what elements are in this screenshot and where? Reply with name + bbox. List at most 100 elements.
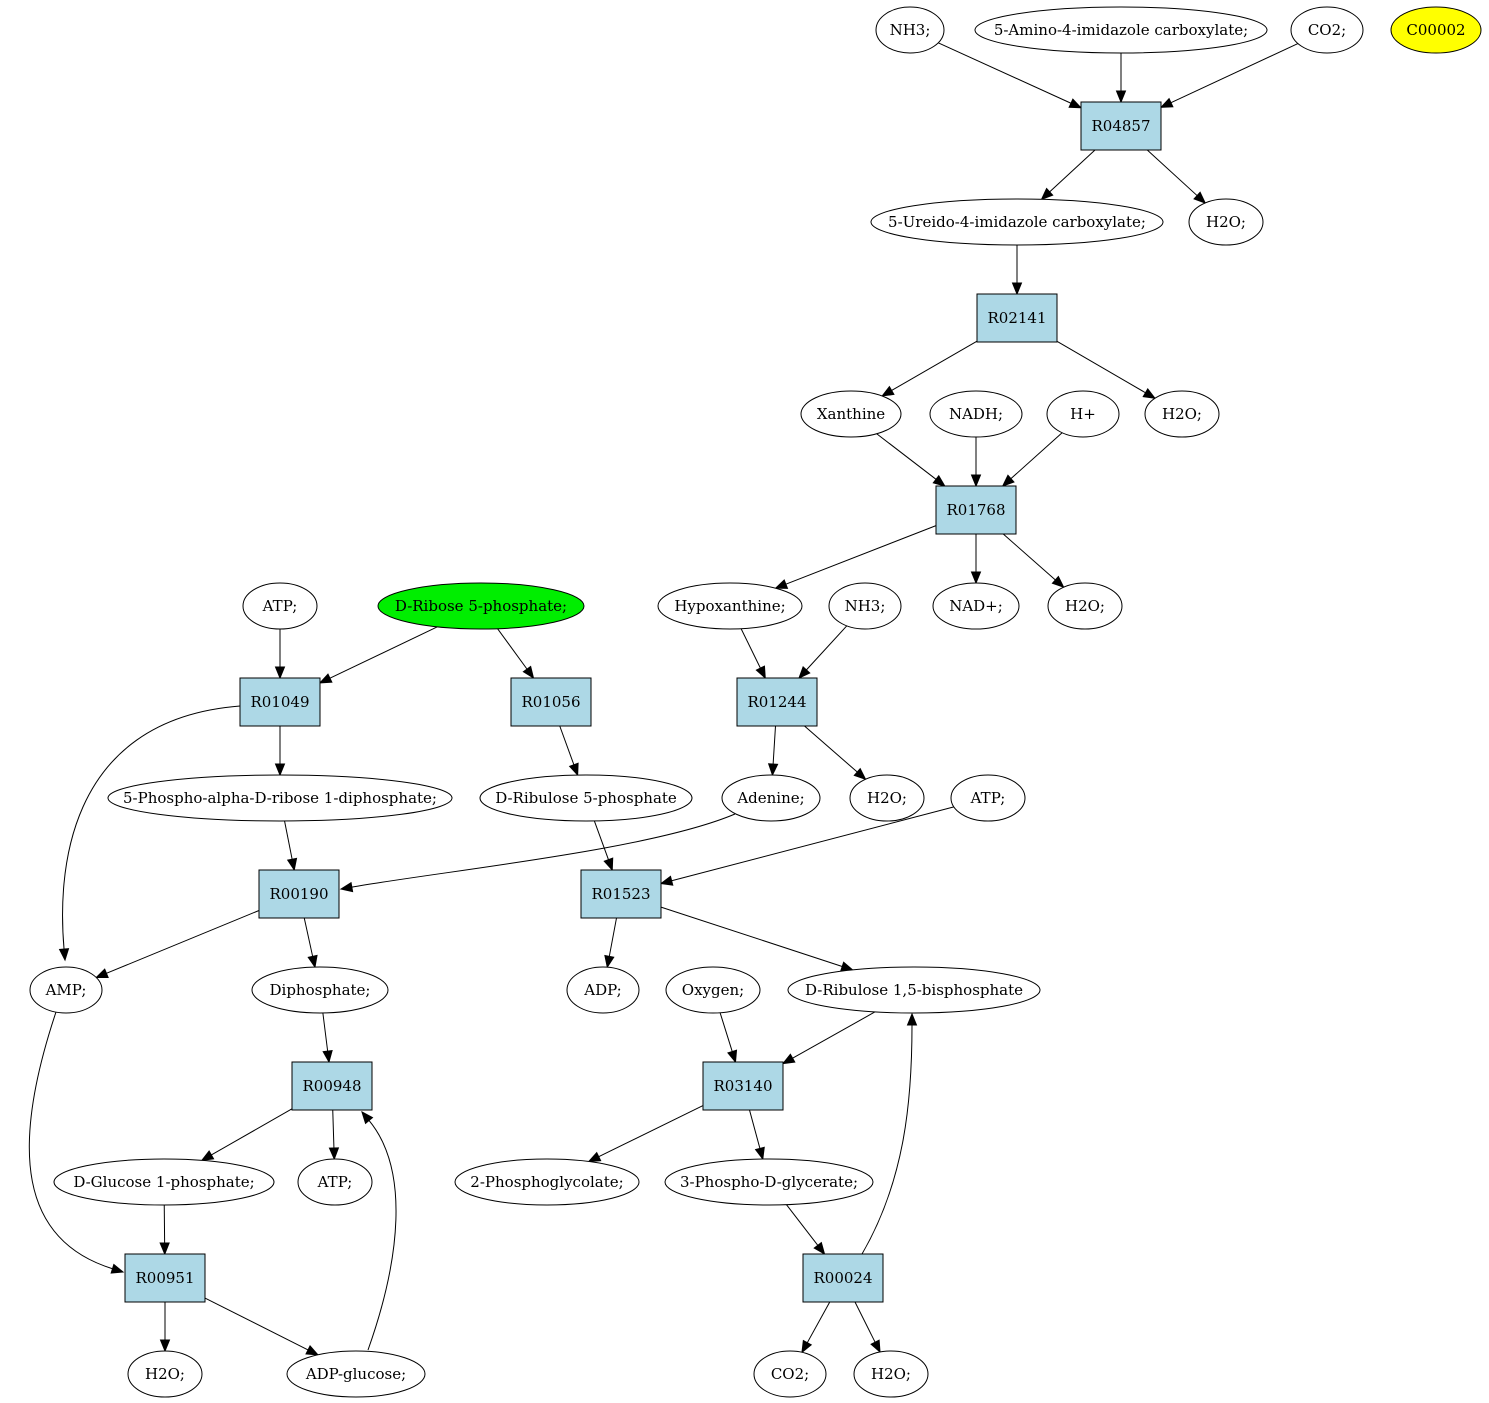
reaction-node-r01244[interactable]: R01244 bbox=[736, 677, 818, 727]
compound-ellipse bbox=[566, 966, 640, 1014]
edge-oxygen-to-r03140-arrowhead bbox=[727, 1049, 738, 1064]
reaction-box bbox=[291, 1061, 373, 1111]
compound-node-r5p[interactable]: D-Ribose 5-phosphate; bbox=[377, 582, 585, 630]
compound-ellipse bbox=[853, 1350, 929, 1398]
edge-r01523-to-rubp bbox=[660, 906, 843, 967]
edge-r00948-to-g1p-arrowhead bbox=[200, 1150, 215, 1162]
compound-node-pglycolate[interactable]: 2-Phosphoglycolate; bbox=[454, 1158, 640, 1206]
reaction-node-r04857[interactable]: R04857 bbox=[1080, 101, 1162, 151]
reaction-node-r01049[interactable]: R01049 bbox=[239, 677, 321, 727]
edge-co2_top-to-r04857 bbox=[1170, 43, 1299, 104]
compound-node-diphosphate[interactable]: Diphosphate; bbox=[251, 966, 389, 1014]
reaction-node-r00948[interactable]: R00948 bbox=[291, 1061, 373, 1111]
edge-hypoxanthine-to-r01244-arrowhead bbox=[755, 665, 766, 680]
reaction-node-r01056[interactable]: R01056 bbox=[510, 677, 592, 727]
edge-r01244-to-h2o_4-arrowhead bbox=[853, 767, 867, 781]
node-label: R01523 bbox=[591, 885, 650, 903]
node-label: NAD+; bbox=[949, 597, 1003, 615]
compound-node-h2o_3[interactable]: H2O; bbox=[1047, 582, 1123, 630]
compound-ellipse bbox=[1047, 582, 1123, 630]
node-label: H2O; bbox=[871, 1365, 911, 1383]
edge-r01523-to-adp-arrowhead bbox=[604, 954, 615, 969]
reaction-node-r00190[interactable]: R00190 bbox=[258, 869, 340, 919]
edge-r00024-to-co2_bot-arrowhead bbox=[801, 1339, 813, 1354]
edge-r01768-to-nadplus-arrowhead bbox=[970, 571, 982, 585]
compound-node-hypoxanthine[interactable]: Hypoxanthine; bbox=[657, 582, 803, 630]
compound-node-co2_top[interactable]: CO2; bbox=[1290, 6, 1364, 54]
compound-node-h2o_4[interactable]: H2O; bbox=[849, 774, 925, 822]
compound-node-h2o_1[interactable]: H2O; bbox=[1188, 198, 1264, 246]
compound-node-ru5p[interactable]: D-Ribulose 5-phosphate bbox=[479, 774, 693, 822]
compound-node-g1p[interactable]: D-Glucose 1-phosphate; bbox=[53, 1158, 275, 1206]
edge-r02141-to-xanthine-arrowhead bbox=[880, 385, 895, 397]
node-label: R03140 bbox=[713, 1077, 772, 1095]
reaction-node-r00024[interactable]: R00024 bbox=[802, 1253, 884, 1303]
node-label: H2O; bbox=[145, 1365, 185, 1383]
node-label: ADP; bbox=[583, 981, 621, 999]
node-label: H2O; bbox=[1162, 405, 1202, 423]
compound-node-c00002[interactable]: C00002 bbox=[1390, 6, 1482, 54]
node-label: H+ bbox=[1070, 405, 1096, 423]
edge-nh3_mid-to-r01244-arrowhead bbox=[798, 665, 811, 679]
compound-ellipse bbox=[479, 774, 693, 822]
compound-node-nh3_top[interactable]: NH3; bbox=[875, 6, 945, 54]
compound-ellipse bbox=[828, 582, 902, 630]
compound-node-atp_3[interactable]: ATP; bbox=[297, 1158, 373, 1206]
compound-node-nadplus[interactable]: NAD+; bbox=[932, 582, 1020, 630]
edge-r5p-to-r01049 bbox=[329, 626, 438, 679]
compound-node-rubp[interactable]: D-Ribulose 1,5-bisphosphate bbox=[787, 966, 1041, 1014]
edge-r02141-to-xanthine bbox=[891, 340, 978, 391]
compound-ellipse bbox=[297, 1158, 373, 1206]
edge-r01523-to-rubp-arrowhead bbox=[840, 961, 854, 972]
compound-node-adenine[interactable]: Adenine; bbox=[721, 774, 821, 822]
compound-node-aica[interactable]: 5-Amino-4-imidazole carboxylate; bbox=[974, 6, 1268, 54]
compound-node-adp[interactable]: ADP; bbox=[566, 966, 640, 1014]
nodes-layer: NH3; 5-Amino-4-imidazole carboxylate; CO2;… bbox=[29, 6, 1482, 1398]
node-label: R00024 bbox=[813, 1269, 872, 1287]
edge-r01523-to-adp bbox=[608, 917, 617, 957]
compound-node-oxygen[interactable]: Oxygen; bbox=[665, 966, 761, 1014]
node-label: 5-Ureido-4-imidazole carboxylate; bbox=[888, 213, 1146, 231]
node-label: 3-Phospho-D-glycerate; bbox=[680, 1173, 858, 1191]
compound-node-h2o_5[interactable]: H2O; bbox=[127, 1350, 203, 1398]
reaction-node-r00951[interactable]: R00951 bbox=[124, 1253, 206, 1303]
compound-node-prpp[interactable]: 5-Phospho-alpha-D-ribose 1-diphosphate; bbox=[107, 774, 453, 822]
node-label: ATP; bbox=[317, 1173, 353, 1191]
compound-node-nh3_mid[interactable]: NH3; bbox=[828, 582, 902, 630]
compound-node-pga[interactable]: 3-Phospho-D-glycerate; bbox=[664, 1158, 874, 1206]
compound-node-hplus[interactable]: H+ bbox=[1046, 390, 1120, 438]
edge-r00190-to-amp-arrowhead bbox=[95, 968, 109, 979]
compound-node-uica[interactable]: 5-Ureido-4-imidazole carboxylate; bbox=[870, 198, 1164, 246]
compound-ellipse bbox=[657, 582, 803, 630]
reaction-node-r01768[interactable]: R01768 bbox=[935, 485, 1017, 535]
node-label: D-Ribulose 1,5-bisphosphate bbox=[805, 981, 1023, 999]
edge-r01056-to-ru5p bbox=[559, 725, 575, 765]
node-label: H2O; bbox=[1206, 213, 1246, 231]
compound-node-co2_bot[interactable]: CO2; bbox=[753, 1350, 827, 1398]
node-label: AMP; bbox=[45, 981, 87, 999]
node-label: CO2; bbox=[771, 1365, 809, 1383]
edge-g1p-to-r00951-arrowhead bbox=[159, 1242, 170, 1256]
reaction-node-r01523[interactable]: R01523 bbox=[580, 869, 662, 919]
compound-node-h2o_6[interactable]: H2O; bbox=[853, 1350, 929, 1398]
compound-ellipse bbox=[665, 966, 761, 1014]
edge-r01768-to-h2o_3-arrowhead bbox=[1051, 575, 1065, 589]
compound-ellipse bbox=[251, 966, 389, 1014]
node-label: R00951 bbox=[135, 1269, 194, 1287]
compound-node-xanthine[interactable]: Xanthine bbox=[800, 390, 902, 438]
reaction-node-r02141[interactable]: R02141 bbox=[976, 293, 1058, 343]
edge-r00948-to-atp_3-arrowhead bbox=[328, 1147, 340, 1161]
edge-prpp-to-r00190 bbox=[284, 820, 293, 860]
edge-r01768-to-h2o_3 bbox=[1002, 533, 1056, 581]
compound-node-h2o_2[interactable]: H2O; bbox=[1144, 390, 1220, 438]
compound-node-amp[interactable]: AMP; bbox=[29, 966, 103, 1014]
edge-prpp-to-r00190-arrowhead bbox=[286, 857, 298, 872]
reaction-node-r03140[interactable]: R03140 bbox=[702, 1061, 784, 1111]
compound-node-nadh[interactable]: NADH; bbox=[929, 390, 1023, 438]
node-label: Adenine; bbox=[736, 789, 804, 807]
compound-node-atp_2[interactable]: ATP; bbox=[950, 774, 1026, 822]
compound-node-atp_1[interactable]: ATP; bbox=[242, 582, 318, 630]
edge-rubp-to-r03140 bbox=[792, 1011, 876, 1059]
compound-node-adpglucose[interactable]: ADP-glucose; bbox=[286, 1350, 426, 1398]
